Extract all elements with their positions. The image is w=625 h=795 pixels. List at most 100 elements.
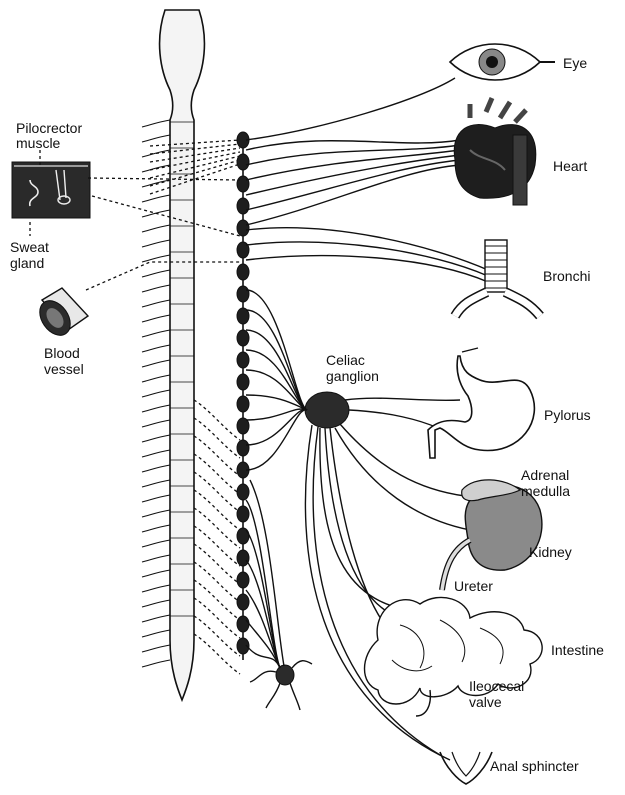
nerve-fiber <box>349 410 438 428</box>
dotted-fiber <box>194 472 240 512</box>
spinal-nerve <box>142 315 170 322</box>
label-ileocecal-2: valve <box>469 694 502 710</box>
dotted-fiber <box>194 562 240 602</box>
spinal-nerve <box>142 465 170 472</box>
chain-ganglion <box>237 198 249 214</box>
spinal-nerve <box>142 330 170 337</box>
spinal-nerve <box>142 345 170 352</box>
label-pylorus: Pylorus <box>544 407 591 423</box>
dotted-fiber <box>194 616 240 656</box>
label-adrenal-1: Adrenal <box>521 467 569 483</box>
dotted-fiber <box>150 164 240 194</box>
blood-vessel-icon <box>33 288 88 341</box>
intestine-icon <box>365 597 543 716</box>
chain-ganglion <box>237 484 249 500</box>
dotted-fiber <box>194 400 240 440</box>
dotted-fiber <box>194 454 240 494</box>
spinal-nerve-stubs <box>142 120 170 667</box>
spinal-nerve <box>142 555 170 562</box>
nerve-fiber <box>246 78 455 140</box>
dotted-fiber <box>194 418 240 458</box>
spinal-nerve <box>142 525 170 532</box>
label-sweat-1: Sweat <box>10 239 49 255</box>
chain-ganglion <box>237 528 249 544</box>
spinal-nerve <box>142 510 170 517</box>
nerve-fiber <box>246 350 307 410</box>
spinal-nerve <box>142 285 170 292</box>
chain-ganglion <box>237 506 249 522</box>
bronchi-icon <box>455 240 540 316</box>
chain-ganglion <box>237 220 249 236</box>
spinal-nerve <box>142 135 170 142</box>
dotted-fiber <box>194 544 240 584</box>
label-blood-1: Blood <box>44 345 80 361</box>
label-celiac-2: ganglion <box>326 368 379 384</box>
nerve-fiber <box>246 165 460 225</box>
label-bronchi: Bronchi <box>543 268 590 284</box>
nerve-fiber <box>246 242 488 276</box>
chain-ganglion <box>237 550 249 566</box>
chain-ganglion <box>237 286 249 302</box>
chain-ganglion <box>237 594 249 610</box>
dotted-fiber <box>194 526 240 566</box>
nerve-fiber <box>345 398 460 400</box>
nerve-fiber <box>246 410 307 470</box>
spinal-nerve <box>142 240 170 247</box>
chain-ganglion <box>237 176 249 192</box>
eye-icon <box>450 44 555 80</box>
dotted-fiber <box>150 160 240 186</box>
chain-ganglion <box>237 374 249 390</box>
skin-section-icon <box>12 162 90 218</box>
dotted-fiber <box>194 508 240 548</box>
inferior-ganglion <box>276 665 294 685</box>
spinal-nerve <box>142 195 170 202</box>
anal-sphincter-icon <box>440 752 492 784</box>
nerve-fiber <box>246 160 460 210</box>
heart-icon <box>454 98 536 205</box>
spinal-nerve <box>142 540 170 547</box>
chain-ganglion <box>237 154 249 170</box>
label-ileocecal-1: Ileocecal <box>469 678 524 694</box>
dotted-fiber <box>194 580 240 620</box>
label-celiac-1: Celiac <box>326 352 365 368</box>
dotted-fiber <box>194 634 240 674</box>
celiac-ganglion <box>305 392 349 428</box>
spinal-nerve <box>142 495 170 502</box>
spinal-nerve <box>142 255 170 262</box>
label-intestine: Intestine <box>551 642 604 658</box>
dotted-fiber <box>150 140 240 146</box>
spinal-nerve <box>142 645 170 652</box>
chain-ganglion <box>237 440 249 456</box>
spinal-nerve <box>142 120 170 127</box>
label-ureter: Ureter <box>454 578 493 594</box>
stomach-icon <box>428 348 534 458</box>
dotted-fiber <box>194 490 240 530</box>
label-anal-sphincter: Anal sphincter <box>490 758 579 774</box>
chain-ganglion <box>237 330 249 346</box>
nerve-fiber <box>246 560 280 668</box>
spinal-nerve <box>142 300 170 307</box>
spinal-nerve <box>142 225 170 232</box>
dotted-fiber <box>194 436 240 476</box>
spinal-nerve <box>142 570 170 577</box>
label-adrenal-2: medulla <box>521 483 570 499</box>
spinal-cord <box>160 10 205 700</box>
label-blood-2: vessel <box>44 361 84 377</box>
spinal-nerve <box>142 375 170 382</box>
spinal-nerve <box>142 480 170 487</box>
dotted-fiber <box>150 152 240 170</box>
spinal-nerve <box>142 405 170 412</box>
label-pilocrector-2: muscle <box>16 135 61 151</box>
chain-ganglion <box>237 572 249 588</box>
chain-ganglion <box>237 616 249 632</box>
label-heart: Heart <box>553 158 587 174</box>
spinal-nerve <box>142 630 170 637</box>
chain-ganglion <box>237 264 249 280</box>
nerve-fiber <box>246 409 307 420</box>
chain-ganglion <box>237 352 249 368</box>
sympathetic-chain <box>237 132 249 660</box>
label-pilocrector-1: Pilocrector <box>16 120 82 136</box>
nerve-fiber <box>335 428 470 530</box>
chain-ganglion <box>237 396 249 412</box>
